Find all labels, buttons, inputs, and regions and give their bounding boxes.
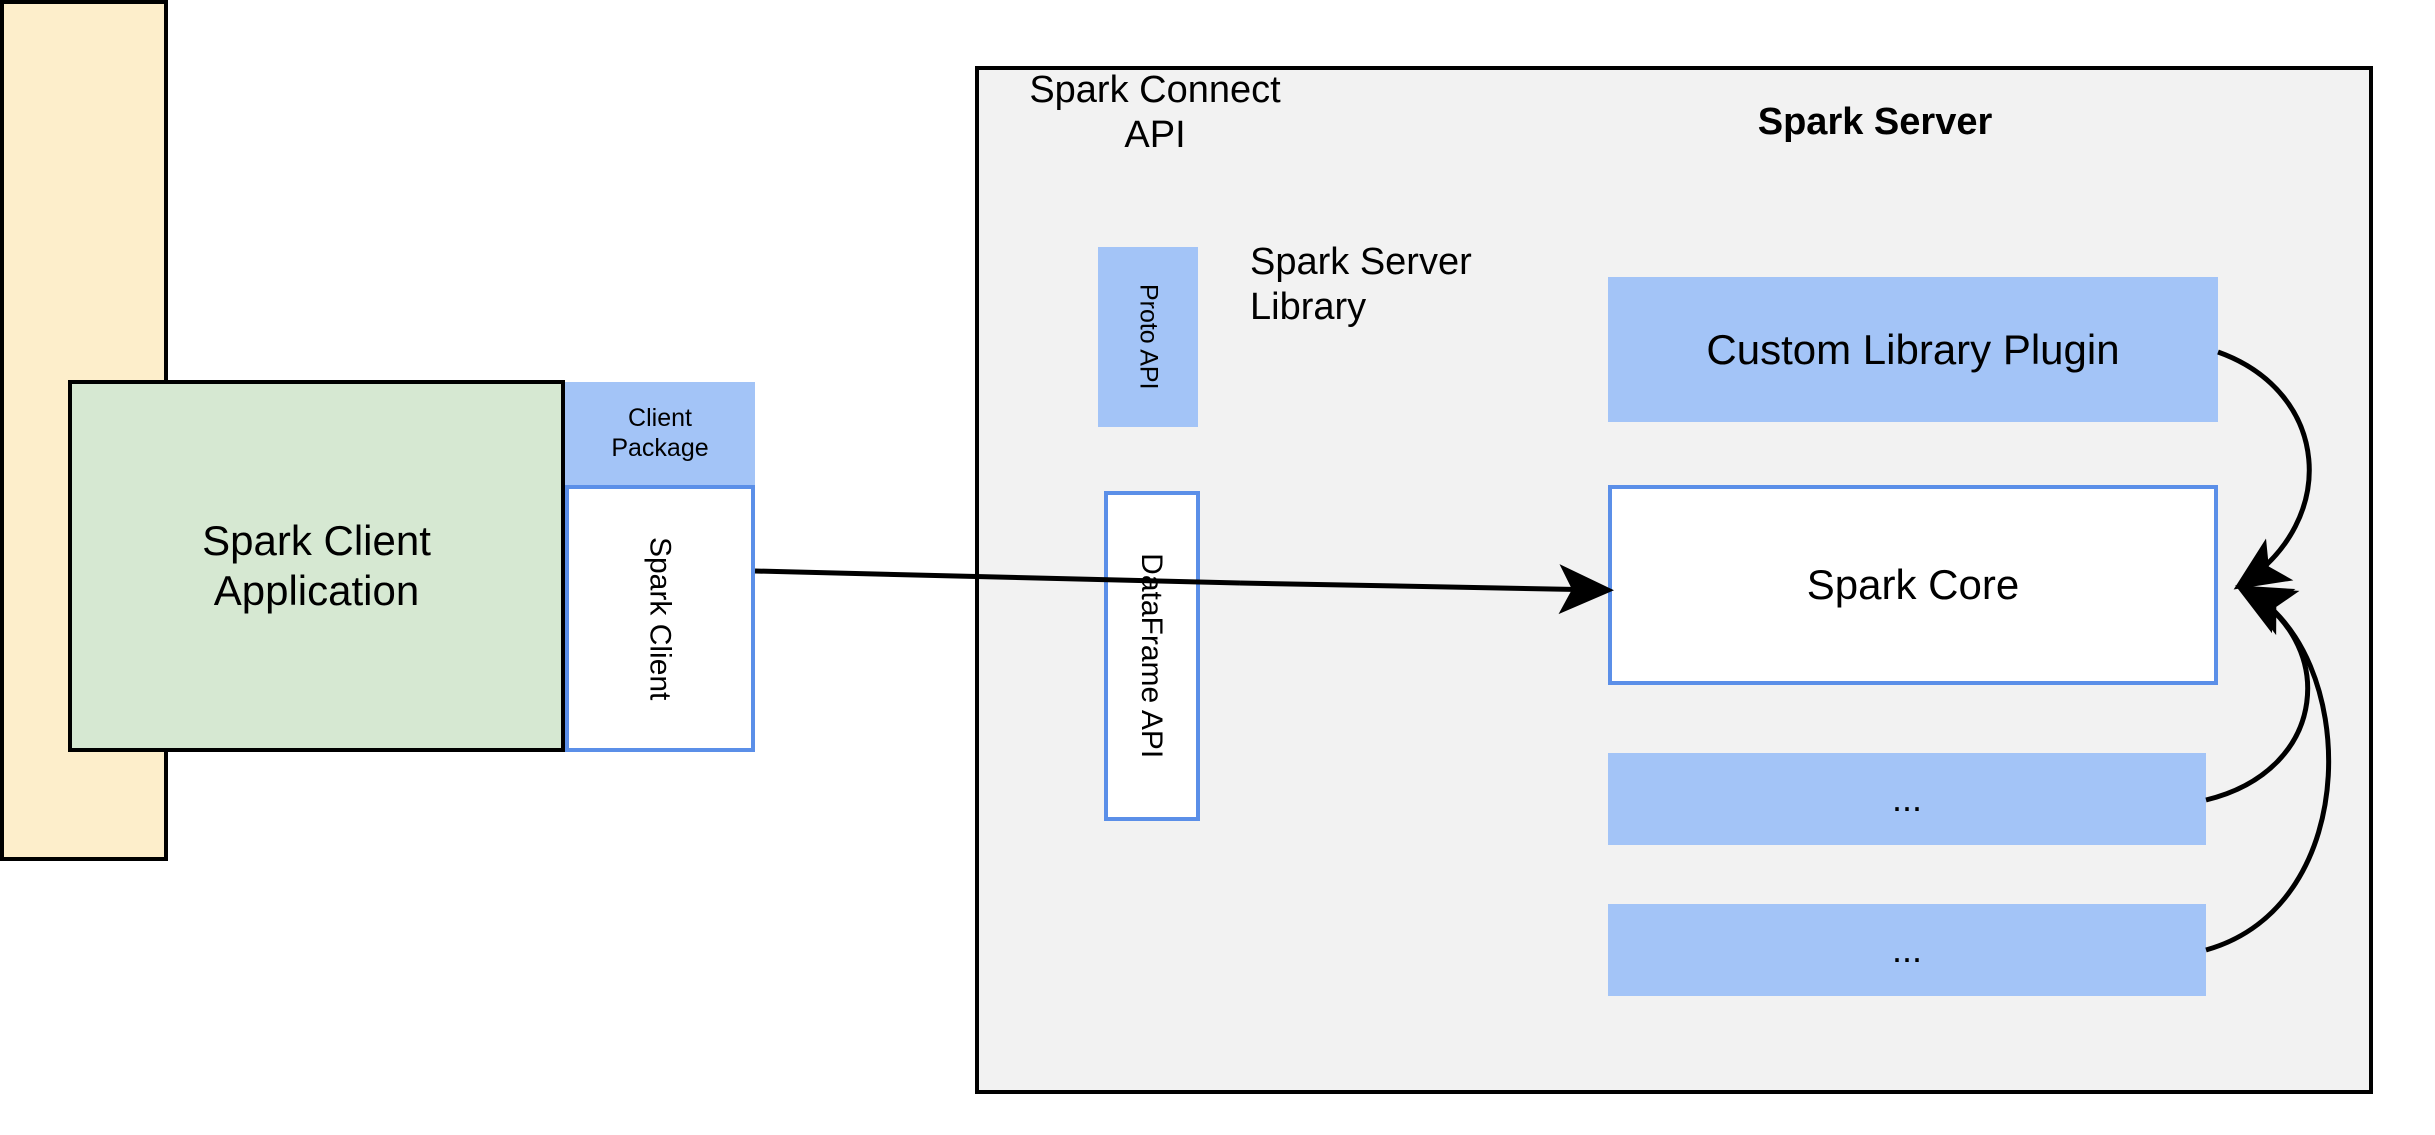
custom-library-plugin-box[interactable]: Custom Library Plugin [1608, 277, 2218, 422]
dataframe-api-box[interactable]: DataFrame API [1104, 491, 1200, 821]
client-package-line-2: Package [611, 433, 709, 462]
client-package-box[interactable]: Client Package [565, 382, 755, 485]
spark-server-library-label: Spark Server Library [1250, 240, 1550, 340]
proto-api-box[interactable]: Proto API [1098, 247, 1198, 427]
spark-server-library-text: Spark Server Library [1250, 240, 1472, 330]
server-library-line-2: Library [1250, 285, 1367, 328]
spark-client-box[interactable]: Spark Client [565, 485, 755, 752]
spark-connect-api-text: Spark Connect API [1029, 68, 1280, 158]
ellipsis-box-2-label: ... [1891, 928, 1922, 970]
connect-api-line-2: API [1124, 113, 1186, 156]
spark-client-label: Spark Client [643, 536, 677, 701]
spark-client-application-box[interactable]: Spark Client Application [68, 380, 565, 752]
spark-core-box[interactable]: Spark Core [1608, 485, 2218, 685]
connect-api-line-1: Spark Connect [1029, 69, 1281, 111]
ellipsis-box-1[interactable]: ... [1608, 753, 2206, 845]
spark-core-label: Spark Core [1806, 561, 2020, 609]
client-package-label: Client Package [611, 404, 708, 463]
dataframe-api-label: DataFrame API [1135, 553, 1169, 759]
spark-client-application-label: Spark Client Application [202, 516, 431, 615]
client-app-line-2: Application [213, 567, 420, 614]
spark-server-title: Spark Server [1757, 100, 1993, 143]
server-library-line-1: Spark Server [1250, 241, 1472, 283]
client-package-line-1: Client [628, 404, 692, 432]
custom-library-plugin-label: Custom Library Plugin [1706, 325, 2120, 373]
ellipsis-box-2[interactable]: ... [1608, 904, 2206, 996]
ellipsis-box-1-label: ... [1891, 777, 1922, 819]
proto-api-label: Proto API [1134, 284, 1163, 390]
client-app-line-1: Spark Client [202, 517, 431, 565]
spark-connect-api-label: Spark Connect API [1000, 68, 1310, 158]
